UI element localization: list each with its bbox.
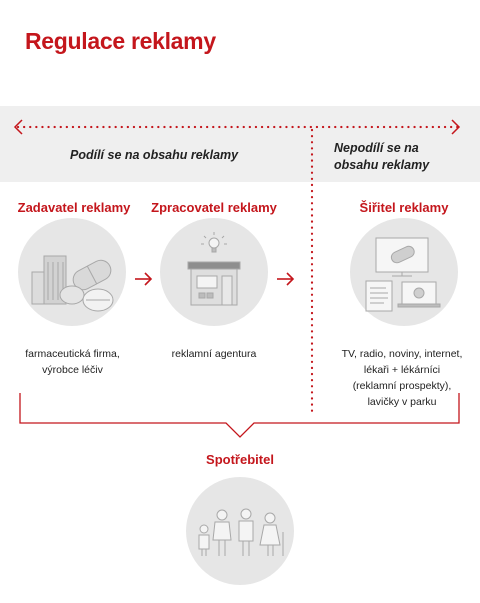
zadavatel-description: farmaceutická firma, výrobce léčiv [0,346,145,378]
lightbulb-storefront-icon [187,232,241,306]
media-devices-icon [365,237,441,312]
band-right-label-line2: obsahu reklamy [334,158,430,172]
zadavatel-desc-line2: výrobce léčiv [42,364,103,376]
siritel-desc-line2: lékaři + lékárníci [363,364,441,376]
page-title: Regulace reklamy [25,28,216,54]
band-right-label: Nepodílí se na obsahu reklamy [334,140,429,174]
zpracovatel-desc-line1: reklamní agentura [171,348,257,360]
family-icon [198,508,284,556]
band-left-label: Podílí se na obsahu reklamy [70,148,239,162]
siritel-heading: Šiřitel reklamy [359,200,449,215]
siritel-description: TV, radio, noviny, internet, lékaři + lé… [322,346,480,410]
zpracovatel-description: reklamní agentura [140,346,288,362]
siritel-desc-line4: lavičky v parku [367,396,437,408]
scope-double-arrow [13,119,462,135]
bracket-line [19,393,460,438]
siritel-desc-line1: TV, radio, noviny, internet, [341,348,463,360]
zpracovatel-heading: Zpracovatel reklamy [151,200,277,215]
spotrebitel-heading: Spotřebitel [206,452,274,467]
buildings-pills-icon [31,255,114,312]
band-right-label-line1: Nepodílí se na [334,141,419,155]
zadavatel-heading: Zadavatel reklamy [17,200,131,215]
siritel-desc-line3: (reklamní prospekty), [352,380,452,392]
participation-band [0,106,480,182]
arrow-right-icon [135,272,153,286]
arrow-right-icon [277,272,295,286]
zadavatel-desc-line1: farmaceutická firma, [25,348,120,360]
